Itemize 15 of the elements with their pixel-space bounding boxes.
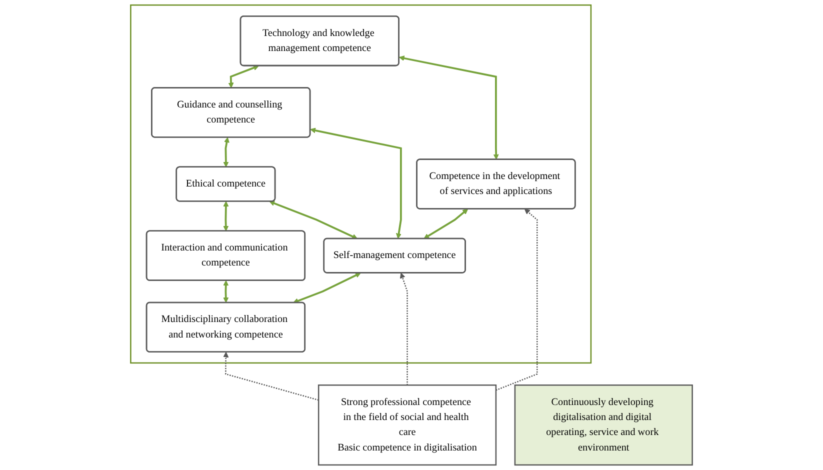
cluster [130, 4, 592, 364]
arrow [223, 137, 230, 168]
arrow [496, 208, 538, 391]
node-box: Continuously developing digitalisation and digital operating, service and work environment [514, 384, 693, 466]
arrow [400, 272, 408, 386]
arrow [293, 272, 361, 304]
arrow [269, 200, 358, 240]
arrow [398, 56, 499, 160]
arrow [223, 201, 229, 232]
node-box: Strong professional competence in the field of social and health care Basic competence in digitalisation [318, 384, 497, 466]
arrow [223, 280, 229, 303]
arrow [424, 208, 468, 239]
arrow [223, 352, 319, 401]
arrow [228, 65, 259, 88]
arrow [310, 128, 402, 239]
